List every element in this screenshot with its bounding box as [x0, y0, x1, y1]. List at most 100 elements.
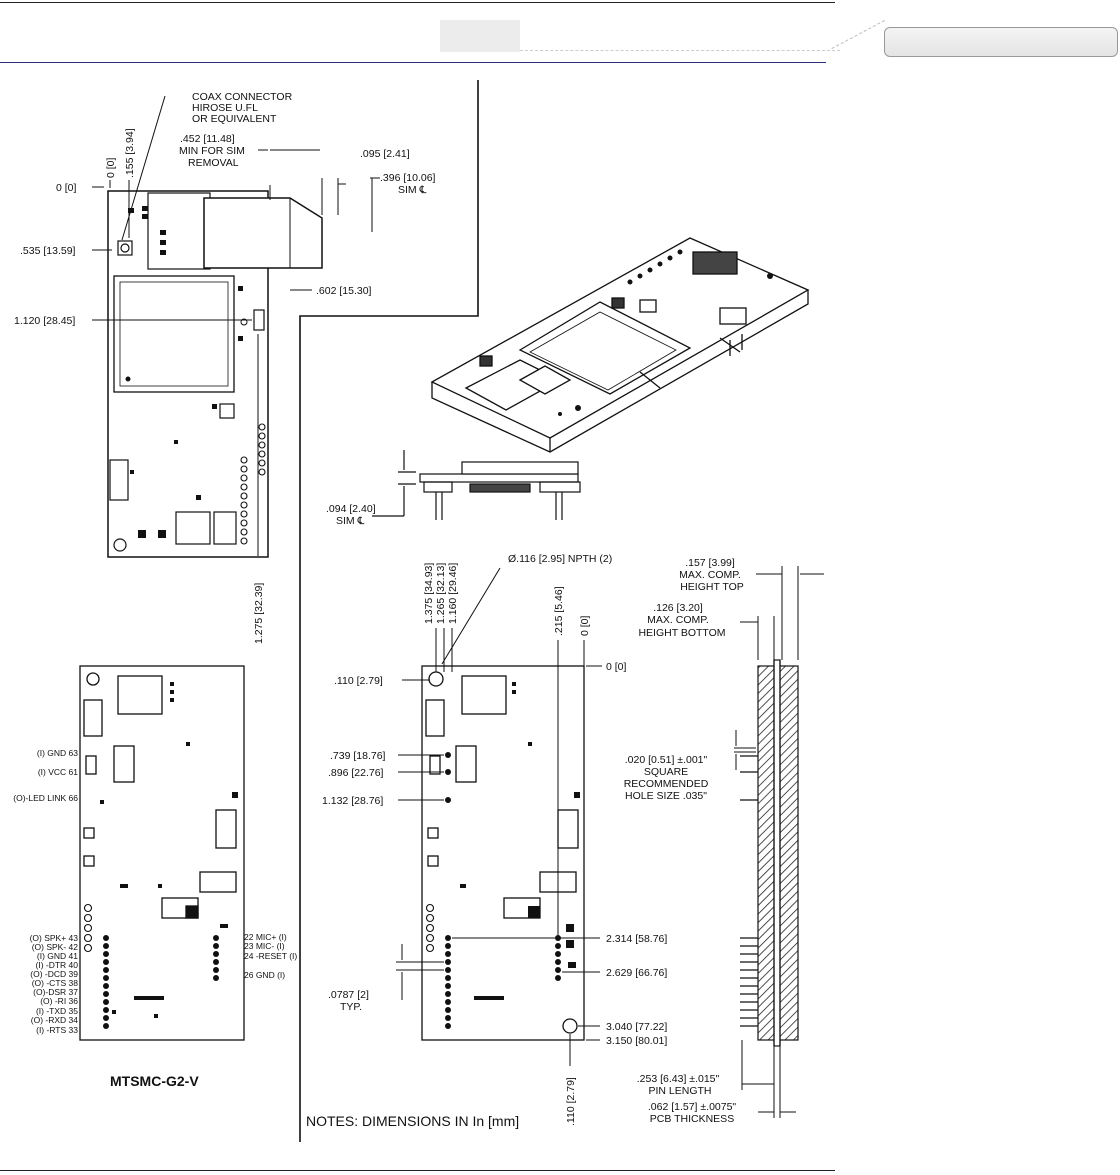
isometric-dots — [558, 249, 773, 416]
pin-label: (O) -RXD 34 — [31, 1015, 79, 1025]
sim-removal-2: MIN FOR SIM — [179, 145, 245, 157]
dim-155: .155 [3.94] — [124, 128, 136, 178]
header-dashed-rule — [520, 50, 840, 52]
dim-1275: 1.275 [32.39] — [253, 583, 265, 644]
dim-110-bottom: .110 [2.79] — [565, 1077, 577, 1126]
header-top-rule — [0, 2, 835, 3]
pinout-labels-left: (I) GND 63 (I) VCC 61 (O)-LED LINK 66 (O… — [13, 748, 78, 1035]
bottom-view-board — [421, 665, 585, 1041]
max-top-1: .157 [3.99] — [685, 557, 735, 569]
pinout-labels-right: 22 MIC+ (I) 23 MIC- (I) 24 -RESET (I) 26… — [244, 932, 297, 980]
max-top-3: HEIGHT TOP — [680, 581, 744, 593]
pin-label: 22 MIC+ (I) — [244, 932, 287, 942]
pin-label: 26 GND (I) — [244, 970, 285, 980]
dim-1120: 1.120 [28.45] — [14, 315, 75, 327]
hole-2: SQUARE — [644, 766, 688, 778]
dim-739: .739 [18.76] — [330, 750, 386, 762]
pin-length-2: PIN LENGTH — [648, 1085, 711, 1097]
panel-dividers — [299, 80, 479, 1142]
pin-length-1: .253 [6.43] ±.015" — [637, 1073, 720, 1085]
npth-label: Ø.116 [2.95] NPTH (2) — [508, 553, 612, 565]
dim-0-left: 0 [0] — [56, 182, 77, 194]
sim-cl-1: SIM ℄ — [398, 184, 427, 196]
edge-view — [757, 659, 799, 1047]
top-dim-0: 0 [0] — [579, 615, 591, 636]
bottom-view-pads — [460, 682, 580, 1000]
pin-label: (O) -CTS 38 — [32, 978, 79, 988]
max-bottom-3: HEIGHT BOTTOM — [638, 627, 725, 639]
dim-095: .095 [2.41] — [360, 148, 410, 160]
header-pill-button[interactable] — [884, 27, 1118, 57]
header-tab[interactable] — [440, 20, 520, 52]
dim-396: .396 [10.06] — [380, 172, 436, 184]
dim-0-vert: 0 [0] — [105, 157, 117, 178]
max-bottom-2: MAX. COMP. — [647, 614, 709, 626]
coax-label-3: OR EQUIVALENT — [192, 113, 277, 125]
footer-rule — [0, 1170, 835, 1171]
pitch-label-2: TYP. — [340, 1001, 362, 1013]
dim-3150: 3.150 [80.01] — [606, 1035, 667, 1047]
bottom-view-dimension-lines — [396, 567, 602, 1066]
dim-094: .094 [2.40] — [326, 503, 376, 515]
pin-label: (I) -RTS 33 — [36, 1025, 78, 1035]
dim-0-right: 0 [0] — [606, 661, 627, 673]
pin-label: (O) -RI 36 — [40, 996, 78, 1006]
dim-110: .110 [2.79] — [334, 675, 383, 687]
top-view-labels: COAX CONNECTOR HIROSE U.FL OR EQUIVALENT… — [14, 91, 436, 644]
sim-removal-1: .452 [11.48] — [180, 133, 235, 145]
isometric-board — [430, 237, 810, 453]
bottom-view-header-left — [425, 903, 435, 953]
pin-label: (O) SPK+ 43 — [30, 933, 79, 943]
dim-535: .535 [13.59] — [20, 245, 76, 257]
max-bottom-1: .126 [3.20] — [653, 602, 703, 614]
pcb-thickness-2: PCB THICKNESS — [650, 1113, 734, 1125]
bottom-view-header-pins — [445, 752, 561, 1029]
top-dim-215: .215 [5.46] — [553, 586, 565, 636]
notes-text: NOTES: DIMENSIONS IN In [mm] — [306, 1113, 519, 1129]
pin-label: 24 -RESET (I) — [244, 951, 297, 961]
pin-label: (O)-LED LINK 66 — [13, 793, 78, 803]
top-view-board — [107, 190, 323, 558]
pin-label: (O) -DCD 39 — [30, 969, 78, 979]
top-dim-1160: 1.160 [29.46] — [447, 563, 459, 624]
pin-label: (I) GND 63 — [37, 748, 78, 758]
pitch-label-1: .0787 [2] — [328, 989, 369, 1001]
dim-1132: 1.132 [28.76] — [322, 795, 383, 807]
pinout-pads — [100, 682, 238, 1018]
pcb-thickness-1: .062 [1.57] ±.0075" — [648, 1101, 737, 1113]
pin-label: (O) SPK- 42 — [32, 942, 79, 952]
top-view-header-pins — [240, 423, 266, 545]
pin-label: (I) VCC 61 — [38, 767, 78, 777]
drawing-title: MTSMC-G2-V — [110, 1073, 199, 1089]
sim-removal-3: REMOVAL — [188, 157, 239, 169]
pin-label: 23 MIC- (I) — [244, 941, 285, 951]
hole-3: RECOMMENDED — [624, 778, 709, 790]
edge-view-dimension-lines — [734, 566, 824, 1118]
bottom-view-labels: Ø.116 [2.95] NPTH (2) 1.375 [34.93] 1.26… — [322, 553, 667, 1126]
page-header — [0, 0, 1120, 66]
edge-view-labels: .157 [3.99] MAX. COMP. HEIGHT TOP .126 [… — [624, 557, 744, 1125]
pin-label: (I) -TXD 35 — [36, 1006, 78, 1016]
dim-2314: 2.314 [58.76] — [606, 933, 667, 945]
pin-label: (O)-DSR 37 — [33, 987, 78, 997]
side-view — [372, 450, 581, 520]
header-bottom-rule — [0, 62, 826, 63]
edge-view-pins — [740, 755, 758, 1027]
coax-label-2: HIROSE U.FL — [192, 102, 258, 114]
top-view-dimension-lines — [92, 95, 380, 556]
top-dim-1375: 1.375 [34.93] — [423, 563, 435, 624]
pinout-board — [79, 665, 245, 1041]
hole-4: HOLE SIZE .035" — [625, 790, 707, 802]
dim-602: .602 [15.30] — [316, 285, 372, 297]
hole-1: .020 [0.51] ±.001" — [625, 754, 708, 766]
dim-896: .896 [22.76] — [328, 767, 384, 779]
pin-label: (I) -DTR 40 — [36, 960, 79, 970]
max-top-2: MAX. COMP. — [679, 569, 741, 581]
top-dim-1265: 1.265 [32.13] — [435, 563, 447, 624]
pinout-header-pins — [103, 935, 219, 1029]
side-view-labels: .094 [2.40] SIM ℄ — [326, 503, 376, 527]
dim-2629: 2.629 [66.76] — [606, 967, 667, 979]
coax-label-1: COAX CONNECTOR — [192, 91, 293, 103]
sim-cl-2: SIM ℄ — [336, 515, 365, 527]
